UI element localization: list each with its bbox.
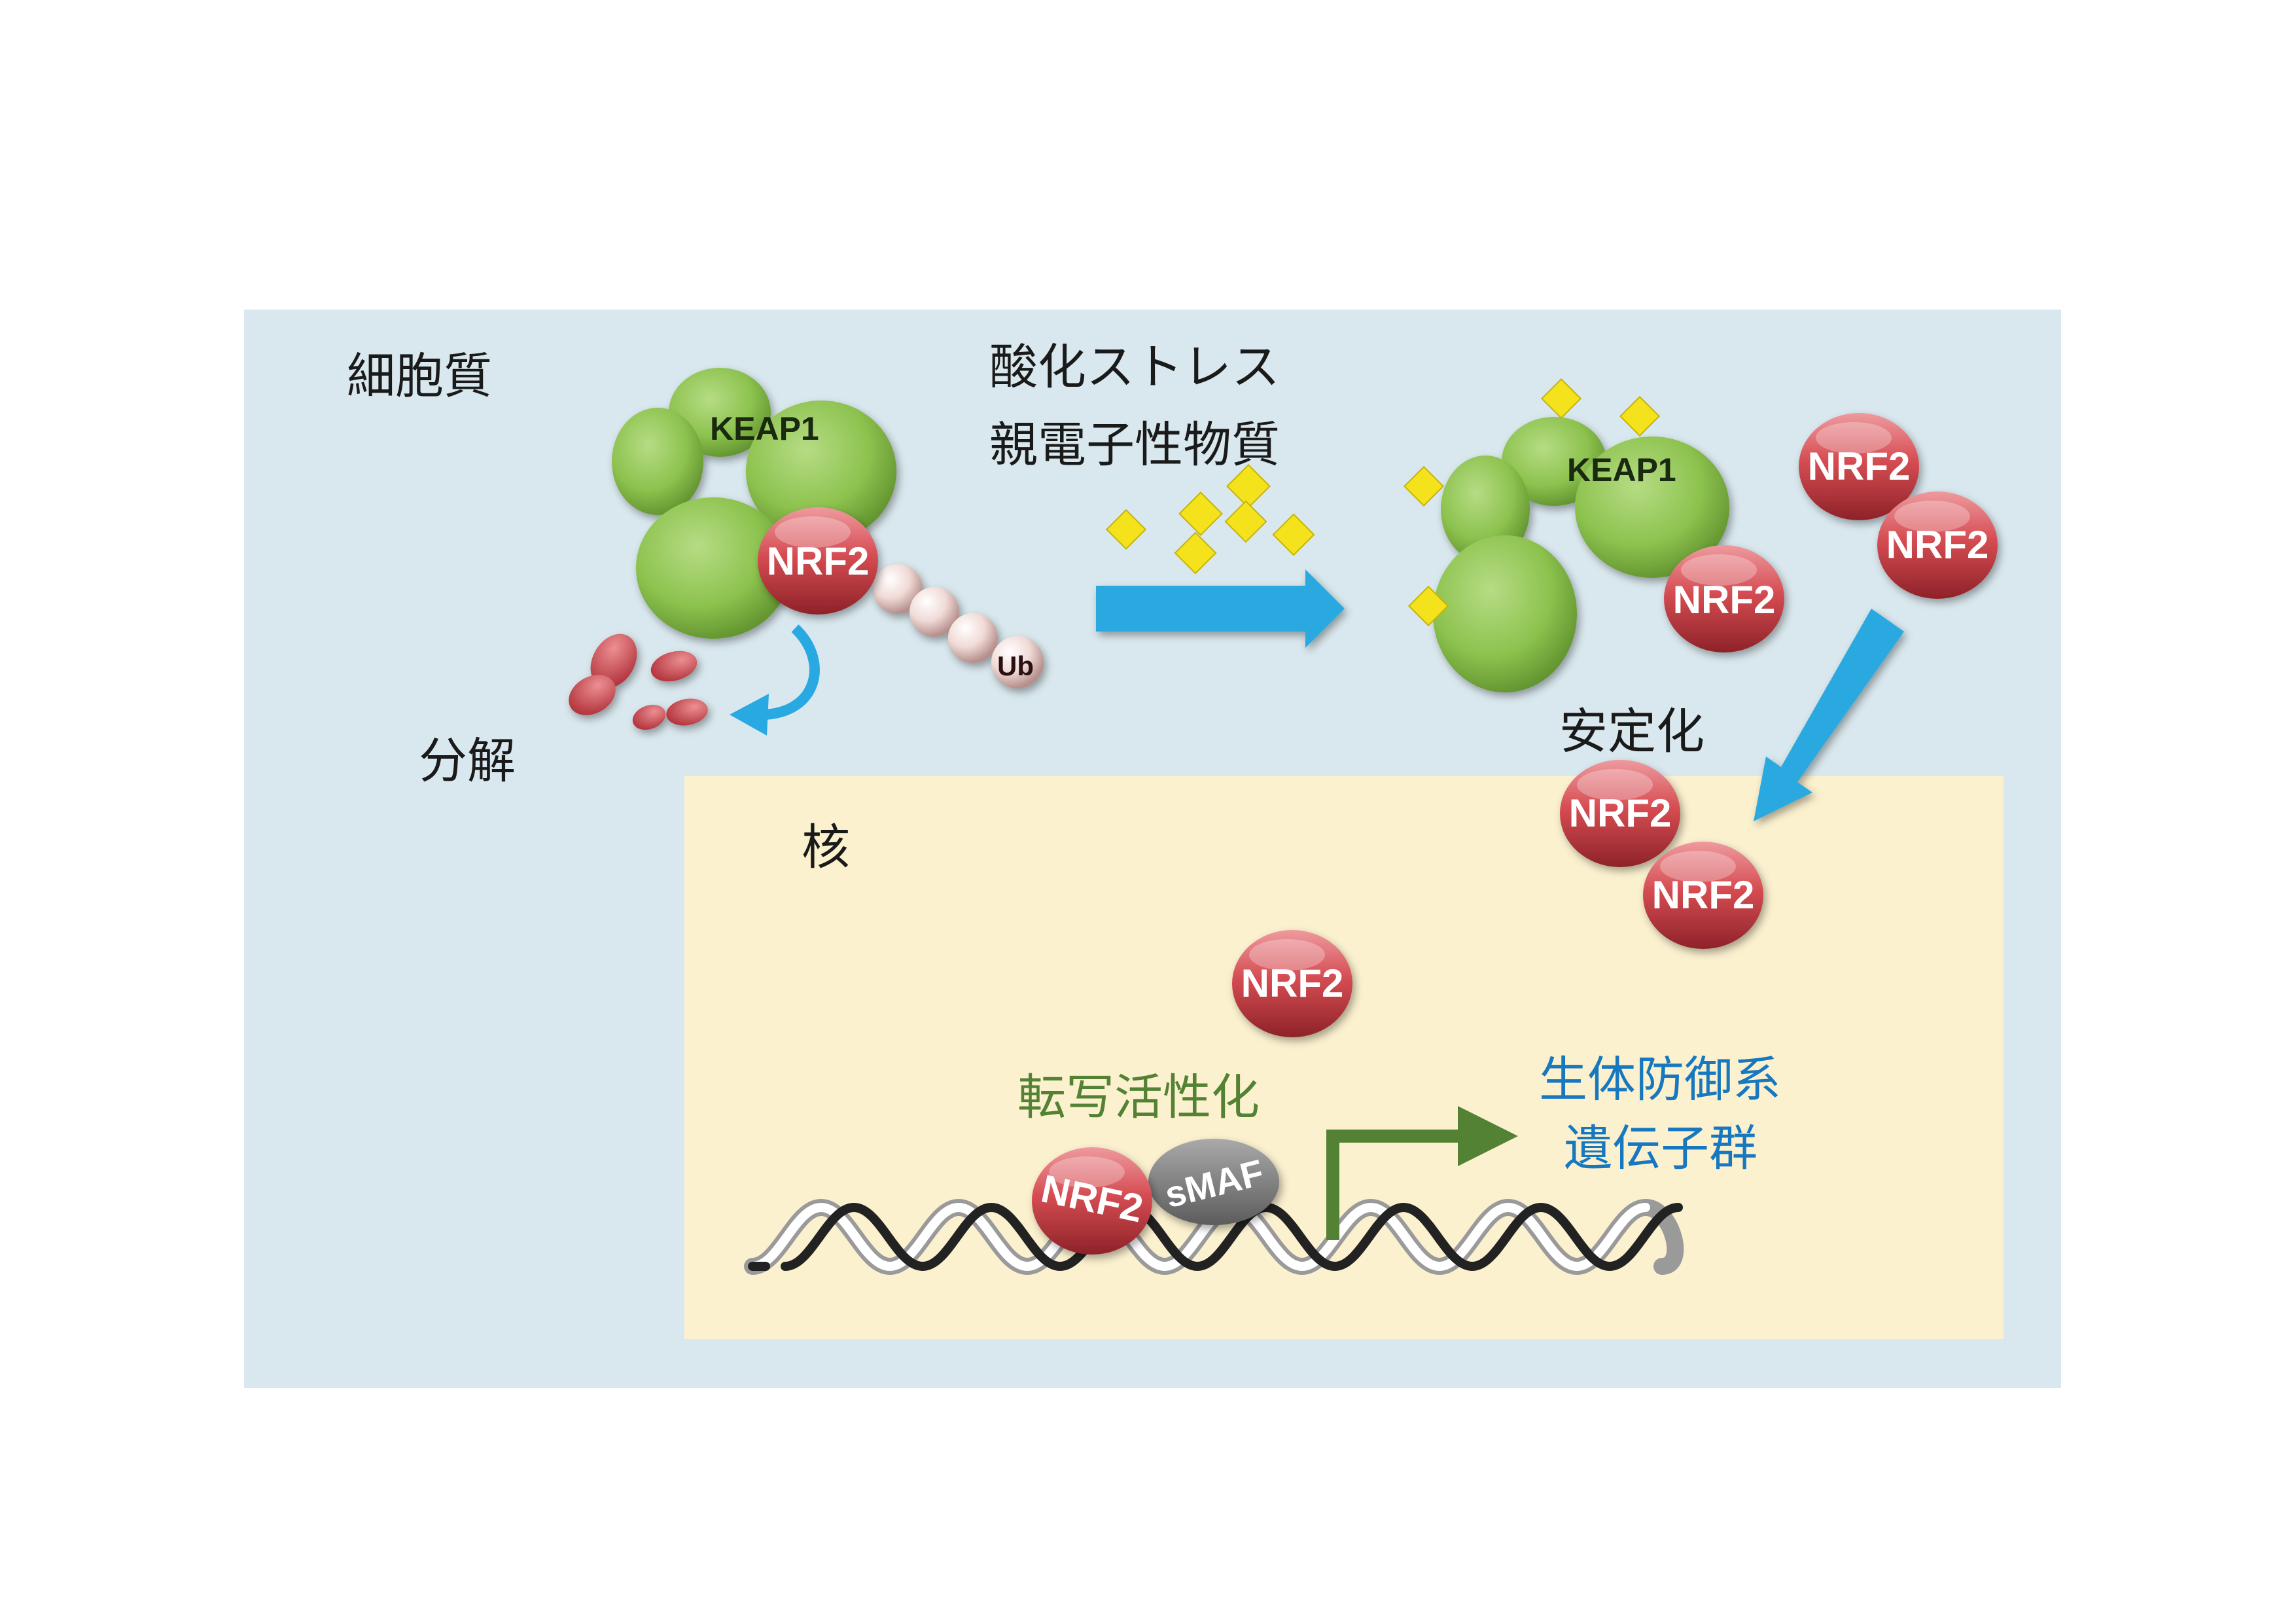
nrf2-label: NRF2 <box>1569 791 1672 835</box>
nrf2-label: NRF2 <box>1886 523 1989 567</box>
dna-strand <box>748 1202 1650 1272</box>
ubiquitin-chain <box>873 564 1044 688</box>
cytoplasm-label: 細胞質 <box>347 348 492 404</box>
keap1-lobe <box>746 401 896 542</box>
nrf2-label: NRF2 <box>767 539 870 583</box>
nrf2-label: NRF2 <box>1241 961 1344 1005</box>
nrf2-label: NRF2 <box>1673 578 1776 622</box>
keap1-lobe <box>612 408 703 515</box>
ubiquitin-bead <box>910 587 959 637</box>
genes-label-line2: 遺伝子群 <box>1564 1120 1757 1177</box>
stabilization-label: 安定化 <box>1559 704 1704 760</box>
smaf-protein <box>1148 1139 1279 1225</box>
keap1-complex-modified <box>1433 417 1729 692</box>
ubiquitin-bead <box>948 613 998 663</box>
ubiquitin-bead <box>991 636 1044 688</box>
transcription-activation-label: 転写活性化 <box>1017 1069 1260 1126</box>
electrophile-adducts <box>1403 378 1661 627</box>
stress-label-line1: 酸化ストレス <box>989 339 1280 395</box>
degradation-arrow <box>762 624 820 720</box>
keap1-lobe <box>636 497 790 639</box>
nucleus-region <box>684 776 2004 1339</box>
keap1-label: KEAP1 <box>710 410 819 447</box>
nucleus-label: 核 <box>802 819 850 876</box>
degradation-label: 分解 <box>419 733 516 789</box>
stress-arrow <box>1096 569 1345 648</box>
dna-strand <box>781 1202 1683 1272</box>
ubiquitin-bead <box>873 564 923 614</box>
nrf2-label: NRF2 <box>1808 444 1911 488</box>
transcription-start-arrow <box>1326 1130 1459 1240</box>
genes-label-line1: 生体防御系 <box>1539 1052 1781 1108</box>
stress-label-line2: 親電子性物質 <box>989 417 1280 473</box>
degradation-arrowhead <box>730 694 769 736</box>
keap1-lobe <box>1433 535 1577 692</box>
nrf2-label: NRF2 <box>1652 873 1755 917</box>
transcription-arrowhead <box>1458 1106 1518 1166</box>
keap1-lobe <box>1575 437 1729 578</box>
keap1-label: KEAP1 <box>1567 452 1676 488</box>
ubiquitin-label: Ub <box>997 651 1034 681</box>
nuclear-translocation-arrow <box>1754 609 1904 821</box>
keap1-complex-basal <box>612 368 896 639</box>
degraded-fragments <box>569 633 708 730</box>
electrophile-molecules <box>1105 464 1315 575</box>
